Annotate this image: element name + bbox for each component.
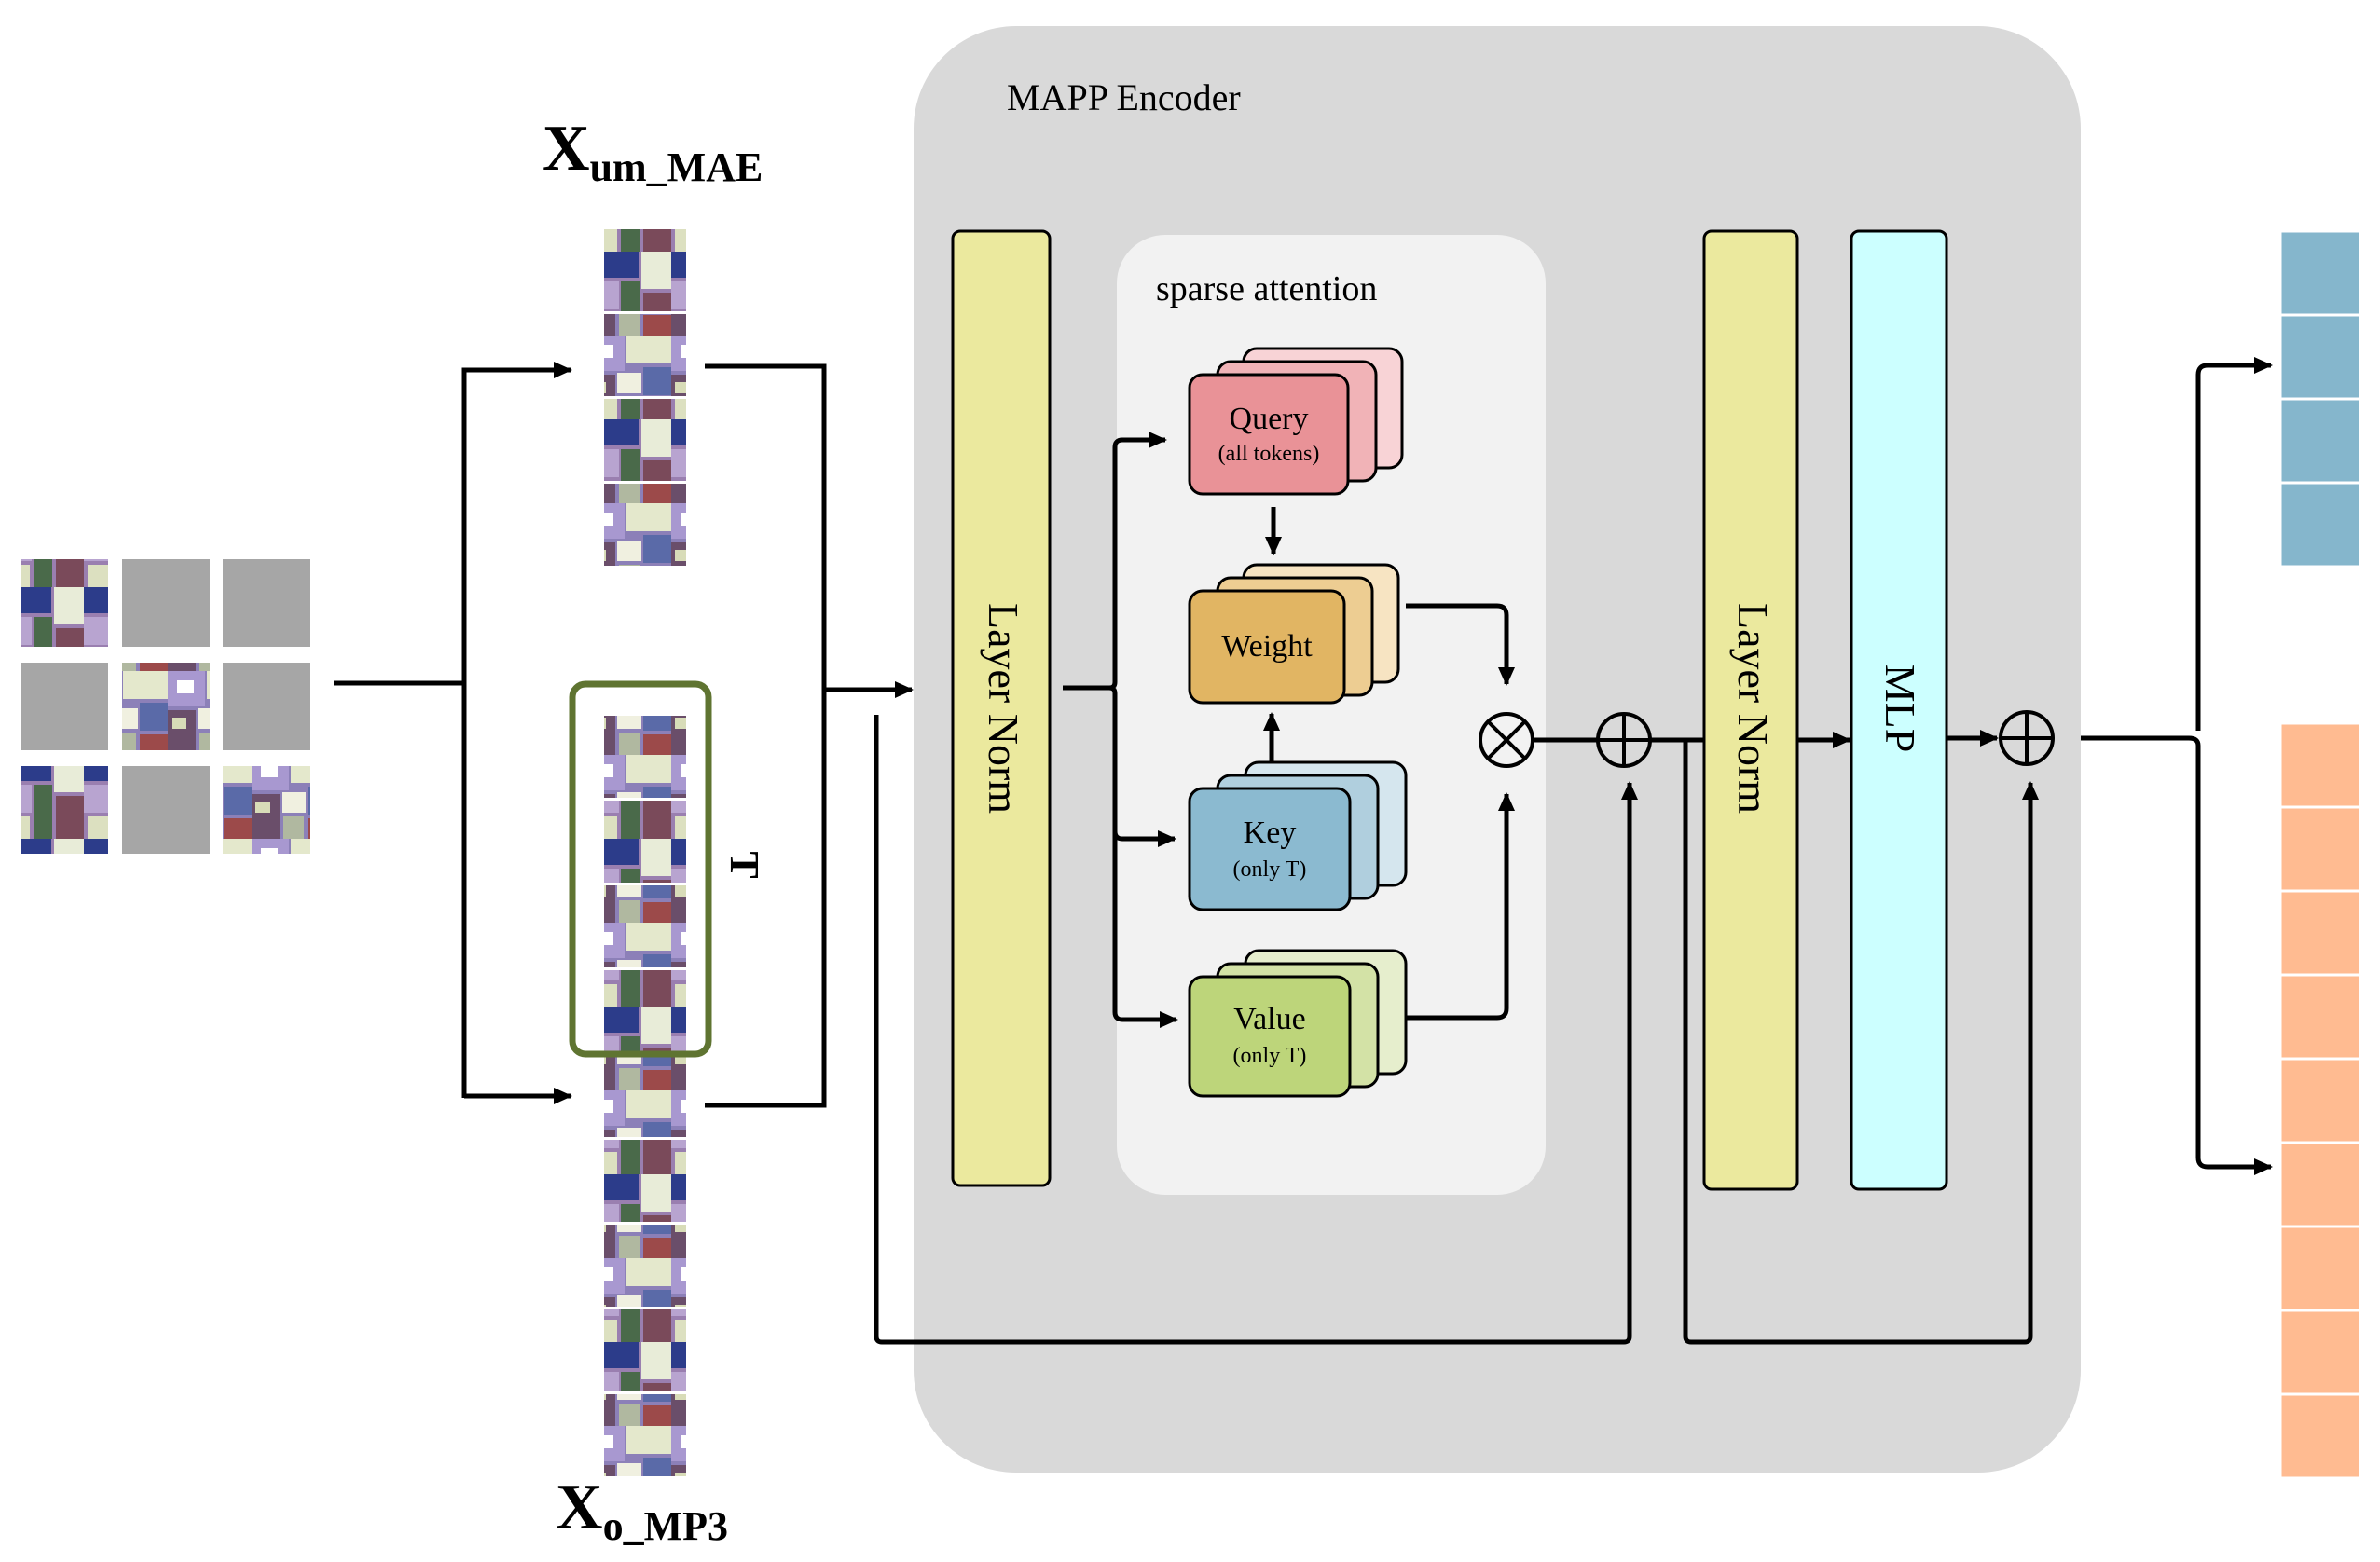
patch-image <box>122 663 210 750</box>
mlp-block <box>1850 229 1948 1191</box>
patch-image <box>604 229 686 311</box>
add-operator-1 <box>1596 712 1652 768</box>
query-sublabel: (all tokens) <box>1218 442 1320 466</box>
output-token <box>2278 721 2362 809</box>
mlp-label: MLP <box>1877 665 1924 753</box>
x-um-mae-label: Xum_MAE <box>543 113 763 190</box>
output-token <box>2278 313 2362 401</box>
patch-image <box>604 484 686 566</box>
output-token <box>2278 973 2362 1061</box>
patch-image <box>223 766 310 854</box>
weight-box <box>1188 589 1346 705</box>
mapp-encoder-title: MAPP Encoder <box>1007 76 1241 118</box>
patch-image <box>604 1394 686 1476</box>
residual-connector-1 <box>874 715 1638 1345</box>
x-um-mae-patch-stack <box>604 229 686 566</box>
layer-norm-1 <box>951 229 1052 1187</box>
input-split-connector <box>334 362 572 1104</box>
patch-image <box>604 1140 686 1222</box>
multiply-inputs-connector <box>1406 603 1515 1021</box>
patch-image <box>604 716 686 798</box>
x-o-mp3-label: Xo_MP3 <box>556 1472 728 1549</box>
output-token <box>2278 229 2362 317</box>
key-label: Key <box>1244 815 1297 850</box>
masked-patch <box>122 766 210 854</box>
patch-image <box>604 885 686 967</box>
value-box <box>1188 975 1352 1098</box>
query-label: Query <box>1230 402 1309 436</box>
output-token <box>2278 889 2362 977</box>
value-sublabel: (only T) <box>1233 1044 1307 1068</box>
x-o-mp3-patch-stack <box>604 716 686 1476</box>
output-tokens-top <box>2278 229 2362 569</box>
output-tokens-bottom <box>2278 721 2362 1480</box>
patch-image <box>604 1225 686 1307</box>
value-label: Value <box>1233 1002 1305 1036</box>
output-token <box>2278 397 2362 485</box>
patch-image <box>604 399 686 481</box>
output-token <box>2278 1141 2362 1228</box>
patch-image <box>604 1309 686 1391</box>
output-token <box>2278 1392 2362 1480</box>
patch-image <box>21 559 108 647</box>
layer-norm-2-label: Layer Norm <box>1729 603 1777 814</box>
output-token <box>2278 805 2362 893</box>
merge-connector <box>705 363 914 1108</box>
input-patch-grid <box>21 559 310 854</box>
output-token <box>2278 1225 2362 1312</box>
patch-image <box>604 801 686 883</box>
patch-image <box>604 314 686 396</box>
output-token <box>2278 1057 2362 1144</box>
add-operator-2 <box>1999 710 2055 766</box>
value-stack: Value (only T) <box>1188 949 1408 1098</box>
masked-patch <box>223 663 310 750</box>
t-label: T <box>722 851 767 878</box>
key-sublabel: (only T) <box>1233 857 1307 882</box>
patch-image <box>604 1055 686 1137</box>
key-stack: Key (only T) <box>1188 760 1408 911</box>
key-box <box>1188 787 1352 911</box>
masked-patch <box>223 559 310 647</box>
output-token <box>2278 1309 2362 1396</box>
output-token <box>2278 481 2362 569</box>
patch-image <box>21 766 108 854</box>
layer-norm-1-label: Layer Norm <box>980 603 1027 814</box>
weight-label: Weight <box>1221 629 1313 664</box>
masked-patch <box>21 663 108 750</box>
weight-stack: Weight <box>1188 563 1400 705</box>
layer-norm-2 <box>1702 229 1799 1191</box>
residual-connector-2 <box>1683 740 2039 1345</box>
masked-patch <box>122 559 210 647</box>
patch-image <box>604 970 686 1052</box>
sparse-attention-title: sparse attention <box>1156 269 1377 308</box>
t-selection-frame <box>569 680 712 1058</box>
query-box <box>1188 373 1350 496</box>
query-stack: Query (all tokens) <box>1188 347 1404 496</box>
output-split-connector <box>2081 357 2273 1175</box>
qkv-connector <box>1063 432 1178 1028</box>
